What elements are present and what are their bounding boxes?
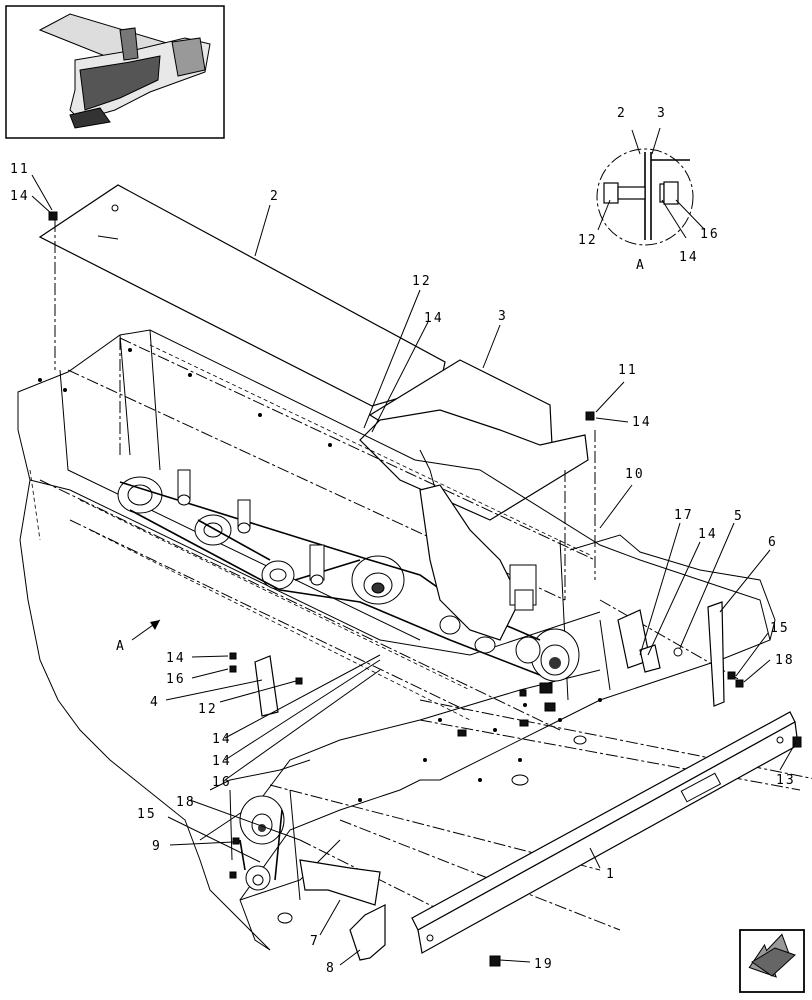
detail-callout-16: 16	[700, 227, 720, 242]
callout-2: 2	[270, 189, 280, 204]
callout-17: 17	[674, 508, 694, 523]
leader-lines	[31, 174, 797, 966]
callout-10: 10	[625, 467, 645, 482]
rear-shield	[569, 534, 776, 707]
callout-18-left: 18	[176, 795, 196, 810]
callout-12-top: 12	[412, 274, 432, 289]
callout-16-mid: 16	[166, 672, 186, 687]
callout-14-right: 14	[632, 415, 652, 430]
callout-13: 13	[776, 773, 796, 788]
bracket-7	[299, 859, 381, 906]
callout-14-rear: 14	[698, 527, 718, 542]
callout-14-mid: 14	[166, 651, 186, 666]
callout-9: 9	[152, 839, 162, 854]
callout-6: 6	[768, 535, 778, 550]
detail-callout-2: 2	[617, 106, 627, 121]
machine-thumbnail-icon[interactable]	[5, 5, 225, 139]
callout-11-left: 11	[10, 162, 30, 177]
callout-labels: 11 14 2 12 14 3 11 14 10 17 14 5 6 15 18…	[10, 106, 796, 976]
detail-callout-14: 14	[679, 250, 699, 265]
callout-8: 8	[326, 961, 336, 976]
callout-4: 4	[150, 695, 160, 710]
view-direction-a: A	[116, 639, 126, 654]
bracket-8	[349, 904, 386, 961]
callout-14-left: 14	[10, 189, 30, 204]
callout-11-right: 11	[618, 363, 638, 378]
callout-16-low: 16	[212, 775, 232, 790]
callout-3: 3	[498, 309, 508, 324]
drive-train	[117, 469, 580, 891]
callout-14-low2: 14	[212, 754, 232, 769]
callout-14-low: 14	[212, 732, 232, 747]
callout-12-mid: 12	[198, 702, 218, 717]
callout-7: 7	[310, 934, 320, 949]
navigation-arrow-icon[interactable]	[739, 929, 805, 993]
callout-18-right: 18	[775, 653, 795, 668]
detail-callout-12: 12	[578, 233, 598, 248]
callout-5: 5	[734, 509, 744, 524]
detail-callout-3: 3	[657, 106, 667, 121]
callout-19: 19	[534, 957, 554, 972]
detail-label-a: A	[636, 258, 646, 273]
bracket-4	[254, 655, 279, 717]
fasteners	[48, 211, 802, 967]
callout-14-top: 14	[424, 311, 444, 326]
bottom-rail	[411, 711, 799, 954]
callout-15-left: 15	[137, 807, 157, 822]
callout-1: 1	[606, 867, 616, 882]
callout-15-right: 15	[770, 621, 790, 636]
detail-view-a	[596, 127, 706, 246]
top-cover-panel	[38, 184, 446, 407]
